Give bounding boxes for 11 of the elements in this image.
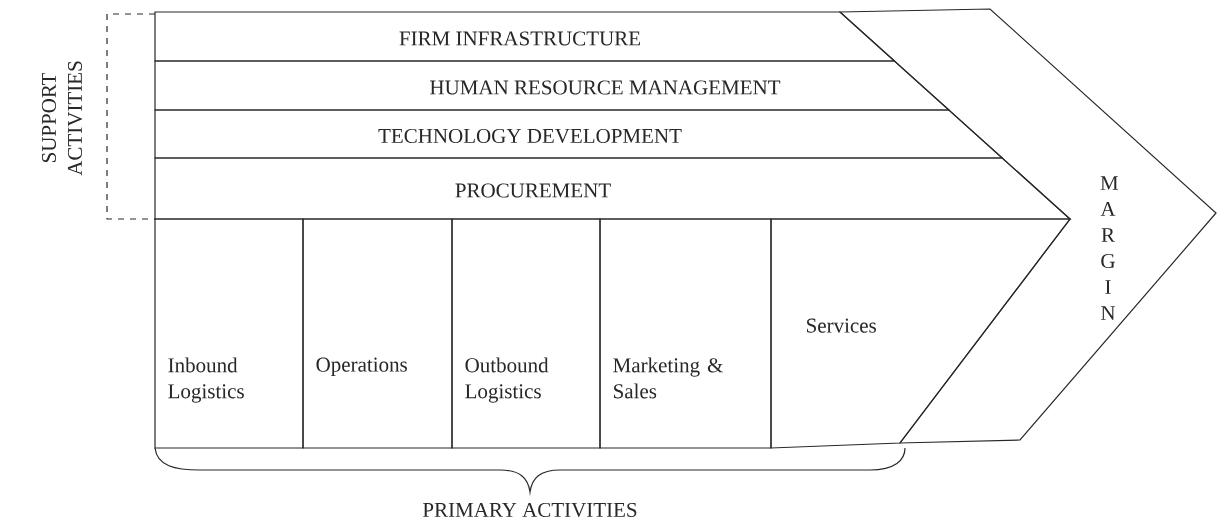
primary-activity-cell: Services — [770, 218, 1072, 449]
primary-activity-cell: Inbound Logistics — [154, 218, 304, 449]
support-activity-band: FIRM INFRASTRUCTURE — [154, 11, 896, 62]
primary-activity-cell: Operations — [302, 218, 453, 449]
support-activity-band: TECHNOLOGY DEVELOPMENT — [154, 109, 1004, 159]
primary-activity-cell: Marketing & Sales — [599, 218, 772, 449]
support-activity-band: HUMAN RESOURCE MANAGEMENT — [154, 60, 951, 111]
brace-label: PRIMARY ACTIVITIES — [423, 502, 637, 518]
primary-activity-cell: Outbound Logistics — [451, 218, 601, 449]
support-activity-band: PROCUREMENT — [154, 157, 1072, 220]
bracket-label: SUPPORT ACTIVITIES — [41, 61, 83, 176]
